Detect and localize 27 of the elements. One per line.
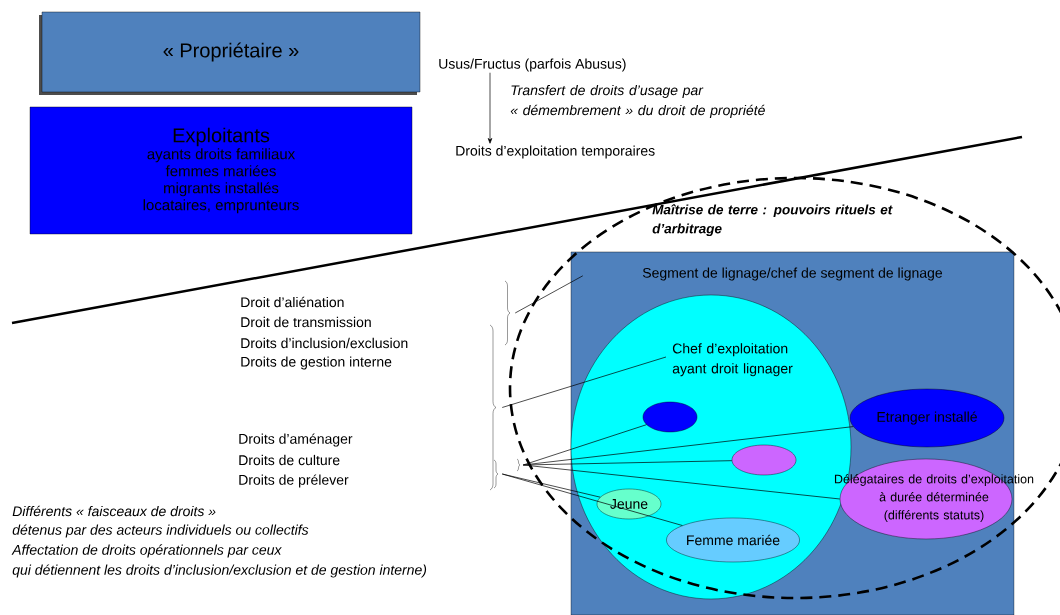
bracket: [489, 324, 497, 491]
rights-label: Droits de gestion interne: [241, 356, 392, 370]
rights-label: Droit de transmission: [241, 316, 371, 328]
leader-line: [522, 460, 733, 466]
rights-text: Usus/Fructus (parfois Abusus): [439, 58, 626, 72]
arrow: [487, 72, 493, 144]
leader-line: [501, 473, 683, 526]
rights-label: Droit d’aliénation: [241, 296, 344, 308]
rights-label: Droits de prélever: [239, 474, 349, 488]
small-ellipse: [642, 401, 698, 433]
note-text: détenus par des acteurs individuels ou collectifs: [12, 524, 309, 538]
note-text: Différents « faisceaux de droits »: [12, 505, 216, 517]
small-ellipse: [731, 444, 797, 476]
rights-label: Droits de culture: [239, 454, 340, 466]
bracket: [493, 459, 499, 489]
rights-label: Droits d’aménager: [239, 433, 353, 447]
edge-label: Transfert de droits d’usage par « démembrement » du droit de propriété: [510, 84, 765, 118]
farmers-box: Exploitants ayants droits familiaux femmes mariées migrants installés locataires, emprunteurs: [29, 106, 413, 235]
leader-line: [522, 464, 841, 500]
note-text: Affectation de droits opérationnels par ceux: [11, 544, 282, 558]
note-text: qui détiennent les droits d’inclusion/exclusion et de gestion interne): [12, 564, 427, 578]
bracket: [516, 458, 521, 472]
rights-label: Droits d’inclusion/exclusion: [241, 337, 408, 349]
bracket: [504, 280, 511, 346]
owner-box: « Propriétaire »: [39, 11, 421, 95]
rights-text: Droits d’exploitation temporaires: [456, 145, 655, 159]
leader-line: [514, 275, 584, 314]
